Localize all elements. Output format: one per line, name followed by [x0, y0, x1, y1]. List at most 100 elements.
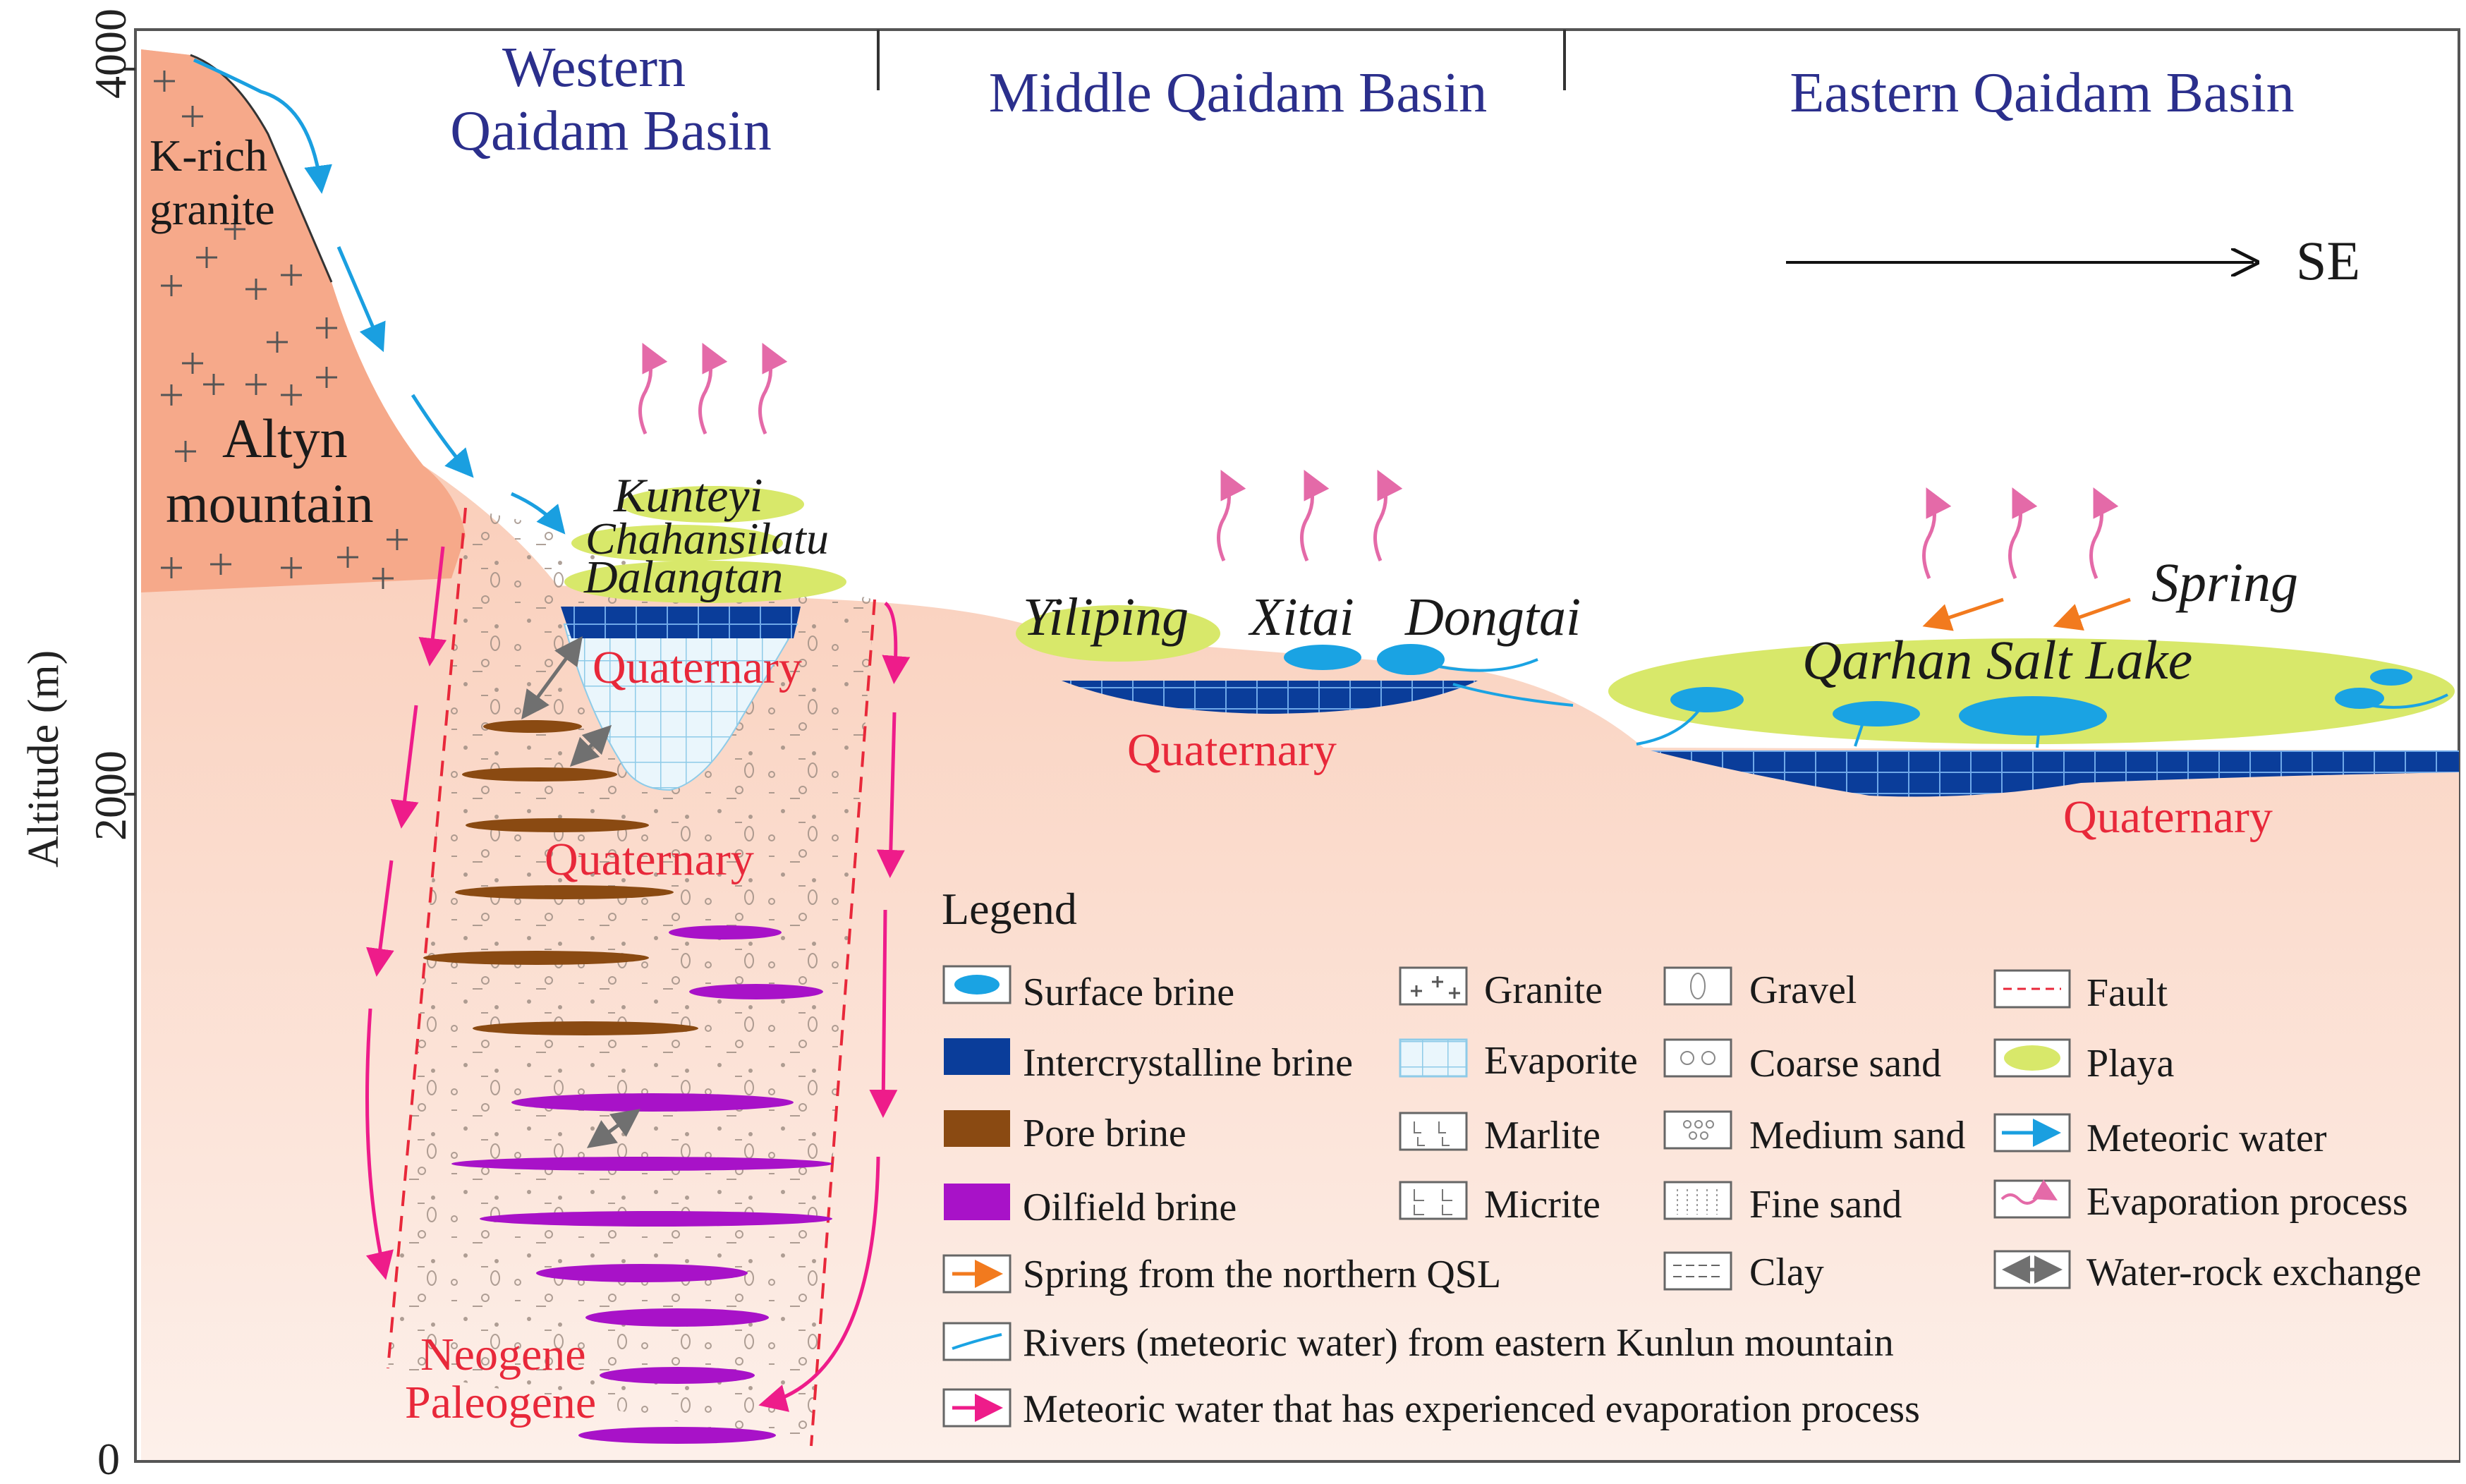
legend-swatch-micrite — [1399, 1181, 1468, 1220]
label-dalangtan: Dalangtan — [583, 552, 783, 603]
legend-micrite: Micrite — [1484, 1183, 1601, 1227]
legend-coarse-sand: Coarse sand — [1749, 1042, 1941, 1085]
label-mountain: mountain — [166, 473, 374, 534]
legend-fault: Fault — [2087, 971, 2168, 1015]
legend-intercrystalline-brine: Intercrystalline brine — [1023, 1041, 1353, 1085]
tick-label-4000: 4000 — [85, 8, 135, 99]
label-chahansilatu: Chahansilatu — [585, 513, 829, 564]
playa-kunteyi — [621, 486, 804, 523]
label-qarhan: Qarhan Salt Lake — [1802, 629, 2192, 691]
playa-chahansilatu — [571, 525, 783, 561]
granite-crosses — [154, 71, 408, 589]
legend-clay: Clay — [1749, 1251, 1824, 1294]
pore-brine-lenses — [423, 720, 698, 1035]
legend-swatch-fine-sand — [1663, 1181, 1732, 1220]
legend-evaporite: Evaporite — [1484, 1039, 1638, 1083]
legend-swatch-coarse-sand — [1663, 1038, 1732, 1078]
direction-label: SE — [2296, 230, 2360, 291]
legend-water-rock-exchange: Water-rock exchange — [2087, 1251, 2422, 1294]
legend-rivers: Rivers (meteoric water) from eastern Kun… — [1023, 1321, 1894, 1365]
legend-oilfield-brine: Oilfield brine — [1023, 1186, 1237, 1229]
legend-swatch-pore-brine — [944, 1110, 1010, 1147]
legend-gravel-icon — [1690, 973, 1706, 999]
western-sediment-wedge — [388, 508, 875, 1446]
label-granite: granite — [150, 184, 275, 234]
legend-granite-icon — [1411, 976, 1460, 999]
legend-medium-sand-icon — [1683, 1120, 1714, 1140]
middle-river — [1438, 658, 1574, 707]
label-quaternary-west-mid: Quaternary — [545, 834, 754, 885]
water-rock-exchange-arrows — [521, 635, 641, 1148]
legend-swatch-marlite — [1399, 1112, 1468, 1151]
legend-evaporation-process: Evaporation process — [2087, 1180, 2408, 1224]
label-xitai: Xitai — [1248, 588, 1354, 647]
eastern-intercrystalline-brine — [1651, 750, 2459, 797]
region-middle: Middle Qaidam Basin — [989, 62, 1488, 124]
qarhan-rivers — [1636, 693, 2448, 748]
label-quaternary-middle: Quaternary — [1127, 724, 1337, 776]
legend-swatch-medium-sand — [1663, 1110, 1732, 1150]
legend-playa-icon — [2004, 1045, 2060, 1071]
legend-swatch-clay — [1663, 1251, 1732, 1291]
legend-swatch-granite — [1399, 966, 1468, 1006]
western-evaporite — [563, 624, 798, 791]
evaporation-arrows — [638, 343, 2119, 579]
surface-brine-dongtai — [1377, 644, 1445, 675]
label-quaternary-east: Quaternary — [2063, 791, 2273, 843]
legend-meteoric-water: Meteoric water — [2087, 1117, 2327, 1160]
legend-coarse-sand-icon — [1680, 1051, 1715, 1065]
legend-title: Legend — [942, 884, 1077, 934]
legend-rivers-icon — [952, 1333, 1002, 1350]
legend-swatch-evaporite — [1399, 1038, 1468, 1078]
meteoric-water-arrows — [193, 58, 566, 535]
western-intercrystalline-brine — [561, 607, 801, 638]
label-kunteyi: Kunteyi — [613, 468, 763, 522]
label-k-rich: K-rich — [150, 130, 267, 181]
label-quaternary-west-top: Quaternary — [593, 642, 802, 693]
spring-arrows — [1922, 597, 2131, 631]
playa-yiliping — [1016, 605, 1220, 662]
legend-playa: Playa — [2087, 1042, 2175, 1085]
legend-surface-brine-icon — [954, 975, 1000, 995]
surface-brine-xitai — [1284, 645, 1361, 670]
legend-gravel: Gravel — [1749, 968, 1857, 1012]
region-eastern: Eastern Qaidam Basin — [1790, 62, 2294, 124]
middle-intercrystalline-brine — [1062, 681, 1478, 714]
playa-qarhan — [1608, 638, 2455, 744]
tick-label-0: 0 — [97, 1434, 120, 1484]
legend-pore-brine: Pore brine — [1023, 1112, 1186, 1155]
fault-left — [387, 507, 467, 1369]
qarhan-surface-brines — [1670, 669, 2412, 736]
legend: Legend Surface brine Intercrystalline br… — [942, 884, 2422, 1431]
y-axis-label: Altitude (m) — [20, 650, 68, 868]
legend-medium-sand: Medium sand — [1749, 1114, 1965, 1157]
playa-dalangtan — [564, 561, 846, 603]
legend-clay-icon — [1673, 1265, 1723, 1277]
legend-surface-brine: Surface brine — [1023, 971, 1234, 1014]
label-paleogene: Paleogene — [405, 1377, 596, 1428]
legend-swatch-intercrystalline-brine — [944, 1038, 1010, 1075]
tick-label-2000: 2000 — [85, 750, 135, 841]
region-western-line2: Qaidam Basin — [450, 100, 771, 162]
label-dongtai: Dongtai — [1404, 588, 1581, 647]
legend-swatch-oilfield-brine — [944, 1184, 1010, 1220]
mountain-surface-line — [190, 54, 333, 283]
legend-evaporation-icon — [2000, 1179, 2058, 1205]
legend-marlite-icon — [1414, 1121, 1450, 1146]
plot-frame — [134, 28, 2460, 1463]
label-yiliping: Yiliping — [1023, 588, 1189, 647]
legend-fine-sand: Fine sand — [1749, 1183, 1902, 1227]
legend-swatch-evaporation-process — [1993, 1179, 2071, 1219]
legend-micrite-icon — [1414, 1189, 1452, 1215]
legend-granite: Granite — [1484, 968, 1603, 1012]
legend-spring-qsl: Spring from the northern QSL — [1023, 1253, 1501, 1296]
granite-mountain — [141, 49, 466, 592]
legend-marlite: Marlite — [1484, 1114, 1601, 1157]
label-spring: Spring — [2151, 552, 2298, 613]
legend-meteoric-evap: Meteoric water that has experienced evap… — [1023, 1387, 1920, 1431]
label-neogene: Neogene — [420, 1329, 586, 1380]
evaporated-meteoric-arrows — [365, 546, 911, 1412]
label-altyn: Altyn — [222, 408, 348, 469]
region-western-line1: Western — [502, 37, 686, 99]
